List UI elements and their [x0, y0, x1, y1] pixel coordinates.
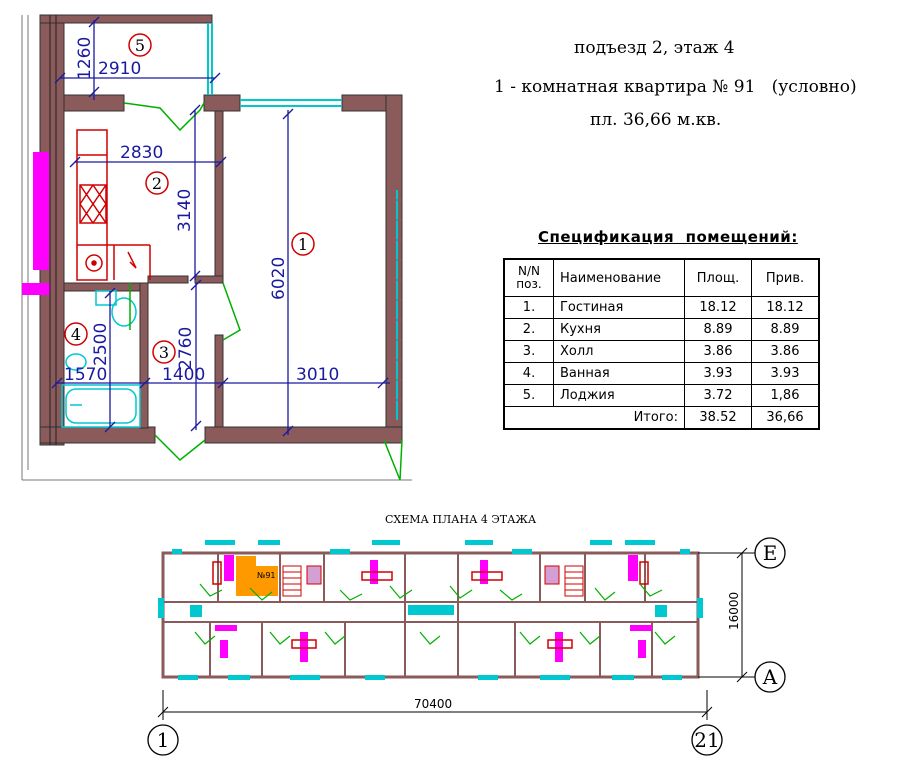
row-name: Лоджия	[553, 384, 685, 407]
row-priv: 8.89	[751, 318, 820, 341]
dim-2830: 2830	[120, 143, 163, 163]
bathroom-fixtures	[61, 290, 141, 428]
spec-header-row: N/N поз. Наименование Площ. Прив.	[503, 258, 820, 297]
doors	[123, 102, 403, 481]
row-num: 2.	[503, 318, 554, 341]
room-markers	[64, 33, 315, 364]
dim-1400: 1400	[162, 365, 205, 385]
risers	[22, 152, 50, 295]
dim-1260: 1260	[75, 37, 95, 80]
scheme-title: СХЕМА ПЛАНА 4 ЭТАЖА	[385, 513, 537, 526]
col-area-header: Площ.	[684, 258, 752, 297]
axis-e-label: Е	[763, 541, 778, 565]
row-area: 3.72	[684, 384, 752, 407]
room-4-label: 4	[71, 325, 81, 344]
header-apartment-title: 1 - комнатная квартира № 91 (условно)	[494, 77, 857, 97]
scheme-depth-dim: 16000	[727, 592, 741, 630]
spec-table: N/N поз. Наименование Площ. Прив. 1. Гос…	[503, 258, 820, 430]
row-name: Кухня	[553, 318, 685, 341]
dim-2910: 2910	[98, 59, 141, 79]
dim-3140: 3140	[175, 189, 195, 232]
room-5-label: 5	[135, 36, 145, 55]
row-priv: 18.12	[751, 296, 820, 319]
row-priv: 3.86	[751, 340, 820, 363]
table-row: 4. Ванная 3.93 3.93	[503, 362, 820, 385]
spec-title: Спецификация помещений:	[538, 228, 798, 246]
table-row: 5. Лоджия 3.72 1,86	[503, 384, 820, 407]
row-name: Холл	[553, 340, 685, 363]
total-empty-cell	[503, 406, 554, 430]
total-priv: 36,66	[751, 406, 820, 430]
row-priv: 1,86	[751, 384, 820, 407]
dimension-lines	[51, 16, 390, 437]
table-row: 2. Кухня 8.89 8.89	[503, 318, 820, 341]
kitchen-fixtures	[76, 129, 151, 281]
col-name-header: Наименование	[553, 258, 685, 297]
table-row: 3. Холл 3.86 3.86	[503, 340, 820, 363]
col-priv-header: Прив.	[751, 258, 820, 297]
apartment-91-tag: №91	[257, 571, 276, 580]
axis-21-label: 21	[694, 728, 719, 752]
apartment-plan: 2910 1260 2830 3140 6020 2760 2500 1570 …	[21, 14, 412, 481]
row-area: 8.89	[684, 318, 752, 341]
total-area: 38.52	[684, 406, 752, 430]
dim-2760: 2760	[176, 327, 196, 370]
header-entrance-floor: подъезд 2, этаж 4	[574, 38, 735, 58]
spec-total-row: Итого: 38.52 36,66	[503, 406, 820, 430]
col-num-header: N/N поз.	[503, 258, 554, 297]
axis-a-label: А	[762, 665, 777, 689]
dim-3010: 3010	[296, 365, 339, 385]
apartment-91-highlight	[236, 556, 256, 596]
row-area: 3.86	[684, 340, 752, 363]
row-num: 3.	[503, 340, 554, 363]
row-area: 18.12	[684, 296, 752, 319]
room-1-label: 1	[298, 235, 308, 254]
header-apartment-area: пл. 36,66 м.кв.	[590, 110, 722, 130]
scheme-width-dim: 70400	[414, 697, 452, 711]
row-area: 3.93	[684, 362, 752, 385]
row-priv: 3.93	[751, 362, 820, 385]
row-num: 4.	[503, 362, 554, 385]
row-name: Гостиная	[553, 296, 685, 319]
walls	[39, 14, 403, 446]
dim-2500: 2500	[91, 323, 111, 366]
row-num: 1.	[503, 296, 554, 319]
total-label: Итого:	[553, 406, 685, 430]
axis-1-label: 1	[157, 728, 170, 752]
dim-1570: 1570	[64, 365, 107, 385]
floor-scheme: СХЕМА ПЛАНА 4 ЭТАЖА	[147, 513, 786, 756]
row-num: 5.	[503, 384, 554, 407]
room-3-label: 3	[159, 343, 169, 362]
table-row: 1. Гостиная 18.12 18.12	[503, 296, 820, 319]
room-2-label: 2	[152, 174, 162, 193]
row-name: Ванная	[553, 362, 685, 385]
dim-6020: 6020	[269, 257, 289, 300]
